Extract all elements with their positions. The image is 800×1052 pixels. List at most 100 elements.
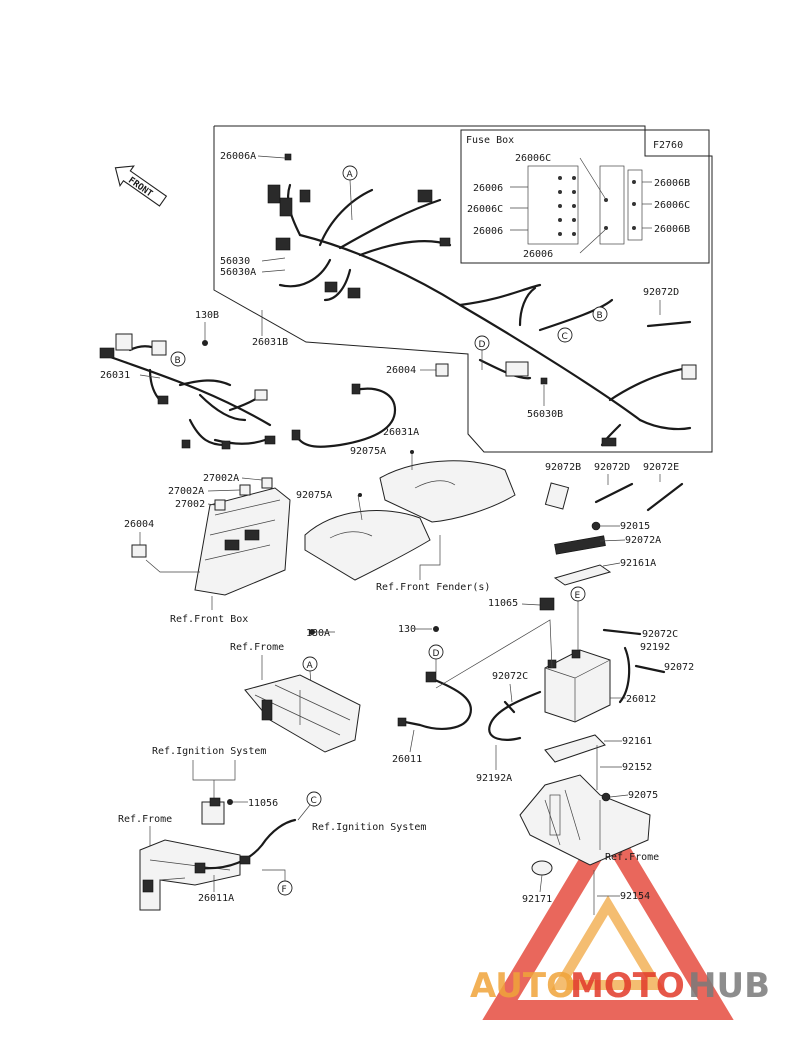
label-11056: 11056 bbox=[248, 798, 278, 809]
callout-c-bottom: C bbox=[297, 791, 322, 821]
callout-b-top: B bbox=[592, 306, 608, 322]
label-26011: 26011 bbox=[392, 754, 422, 765]
svg-text:B: B bbox=[597, 311, 603, 321]
front-fender-right bbox=[379, 460, 516, 523]
battery-26012 bbox=[544, 649, 611, 723]
label-130a: 130A bbox=[306, 628, 330, 639]
label-92075a-1: 92075A bbox=[350, 446, 386, 457]
label-26031a: 26031A bbox=[383, 427, 419, 438]
label-92072: 92072 bbox=[664, 662, 694, 673]
watermark-part-1: AUTO bbox=[470, 966, 575, 1006]
label-56030b: 56030B bbox=[527, 409, 563, 420]
callout-a-top: A bbox=[342, 165, 358, 221]
label-92072d-top: 92072D bbox=[643, 287, 679, 298]
cable-92192a bbox=[488, 690, 542, 741]
label-26011a: 26011A bbox=[198, 893, 234, 904]
fuse-box-frame bbox=[460, 129, 710, 264]
watermark-logo bbox=[482, 810, 734, 1020]
label-27002a-2: 27002A bbox=[168, 486, 204, 497]
label-11065: 11065 bbox=[488, 598, 518, 609]
svg-text:F: F bbox=[282, 885, 287, 895]
fender-leader bbox=[419, 535, 441, 580]
watermark-part-3: HUB bbox=[688, 966, 770, 1006]
label-92161: 92161 bbox=[622, 736, 652, 747]
label-56030: 56030 bbox=[220, 256, 250, 267]
label-26004-top: 26004 bbox=[386, 365, 416, 376]
fuse-box-internals bbox=[510, 157, 652, 254]
diagram-code: F2760 bbox=[653, 140, 683, 151]
svg-text:A: A bbox=[347, 170, 354, 180]
label-92192: 92192 bbox=[640, 642, 670, 653]
cable-26011 bbox=[397, 671, 473, 730]
callout-f: F bbox=[262, 869, 293, 896]
svg-text:E: E bbox=[575, 591, 581, 601]
svg-text:C: C bbox=[562, 332, 568, 342]
callout-b-left: B bbox=[170, 351, 186, 367]
label-92152: 92152 bbox=[622, 762, 652, 773]
fuse-label-26006c-top: 26006C bbox=[515, 153, 551, 164]
callout-e: E bbox=[570, 586, 586, 650]
ref-front-fender: Ref.Front Fender(s) bbox=[376, 582, 490, 593]
bracket-11056 bbox=[201, 797, 233, 825]
callout-c-top: C bbox=[557, 327, 573, 343]
frame-section-bottom bbox=[139, 839, 241, 911]
svg-text:D: D bbox=[479, 340, 486, 350]
fuse-label-26006c-2: 26006C bbox=[467, 204, 503, 215]
harness-frame bbox=[213, 125, 713, 453]
callout-d-cable: D bbox=[428, 644, 444, 672]
watermark-part-2: MOTO bbox=[570, 966, 685, 1006]
label-26006a: 26006A bbox=[220, 151, 256, 162]
label-26004-left: 26004 bbox=[124, 519, 154, 530]
fuse-label-26006c-r: 26006C bbox=[654, 200, 690, 211]
label-92072b: 92072B bbox=[545, 462, 581, 473]
label-92072e: 92072E bbox=[643, 462, 679, 473]
svg-text:D: D bbox=[433, 649, 440, 659]
svg-text:C: C bbox=[311, 796, 317, 806]
front-box bbox=[194, 477, 291, 596]
ref-frame-1: Ref.Frome bbox=[230, 642, 284, 653]
callout-d-top: D bbox=[474, 335, 490, 370]
label-26012: 26012 bbox=[626, 694, 656, 705]
fuse-label-26006-3: 26006 bbox=[473, 226, 503, 237]
fuse-box-title: Fuse Box bbox=[466, 135, 514, 146]
ref-frame-3: Ref.Frome bbox=[605, 852, 659, 863]
battery-pad-92161 bbox=[544, 734, 606, 763]
svg-text:A: A bbox=[307, 661, 314, 671]
battery-tray-bracket bbox=[519, 774, 651, 866]
ref-ignition-2: Ref.Ignition System bbox=[312, 822, 426, 833]
fuse-label-26006-1: 26006 bbox=[473, 183, 503, 194]
fuse-label-26006b-2: 26006B bbox=[654, 224, 690, 235]
label-27002: 27002 bbox=[175, 499, 205, 510]
harness-26031a bbox=[291, 383, 397, 448]
frame-section-mid bbox=[244, 674, 361, 753]
label-92072c-1: 92072C bbox=[642, 629, 678, 640]
label-130: 130 bbox=[398, 624, 416, 635]
fuse-label-26006-bottom: 26006 bbox=[523, 249, 553, 260]
ref-frame-2: Ref.Frome bbox=[118, 814, 172, 825]
svg-text:B: B bbox=[175, 356, 181, 366]
label-92072a: 92072A bbox=[625, 535, 661, 546]
label-92072d-mid: 92072D bbox=[594, 462, 630, 473]
label-92161a: 92161A bbox=[620, 558, 656, 569]
grommet-92171 bbox=[531, 860, 553, 876]
label-27002a-1: 27002A bbox=[203, 473, 239, 484]
ref-ignition-1: Ref.Ignition System bbox=[152, 746, 266, 757]
label-26031: 26031 bbox=[100, 370, 130, 381]
harness-26031 bbox=[99, 333, 276, 450]
watermark-text: AUTO MOTO HUB bbox=[470, 966, 770, 1006]
label-92171: 92171 bbox=[522, 894, 552, 905]
label-92192a: 92192A bbox=[476, 773, 512, 784]
label-92072c-2: 92072C bbox=[492, 671, 528, 682]
ref-front-box: Ref.Front Box bbox=[170, 614, 248, 625]
front-arrow-icon: FRONT bbox=[114, 165, 168, 207]
front-fender-left bbox=[304, 510, 431, 581]
label-92075a-2: 92075A bbox=[296, 490, 332, 501]
main-harness-26031b bbox=[267, 183, 697, 447]
label-56030a: 56030A bbox=[220, 267, 256, 278]
label-92075: 92075 bbox=[628, 790, 658, 801]
label-130b: 130B bbox=[195, 310, 219, 321]
label-26031b: 26031B bbox=[252, 337, 288, 348]
label-92154: 92154 bbox=[620, 891, 650, 902]
